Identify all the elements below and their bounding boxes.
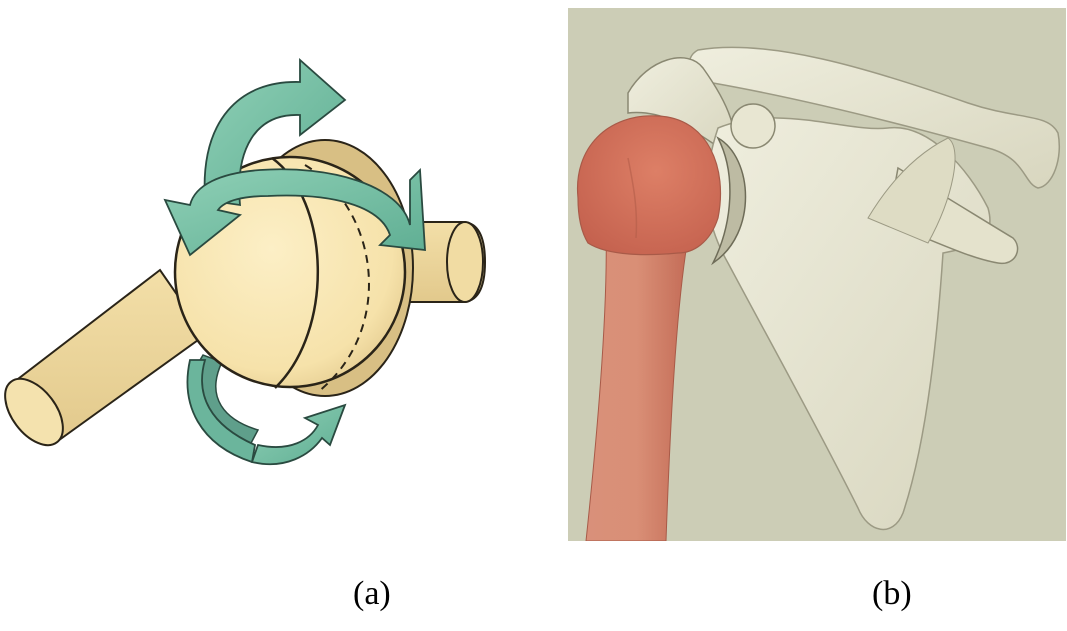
panel-b-shoulder-illustration xyxy=(568,8,1066,541)
panel-a-ball-socket-illustration xyxy=(0,0,520,545)
rotation-arrow-bottom xyxy=(252,405,345,464)
caption-b: (b) xyxy=(872,574,912,614)
ball-socket-joint-icon xyxy=(0,0,520,545)
shoulder-joint-icon xyxy=(568,8,1066,541)
humerus-head xyxy=(578,116,721,255)
caption-a: (a) xyxy=(353,574,391,614)
